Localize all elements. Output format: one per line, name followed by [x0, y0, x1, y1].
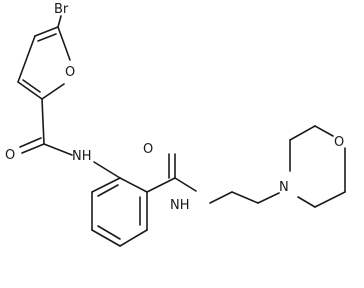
bond-ch2-ch2 [231, 191, 259, 204]
bond-b1-b2 [119, 177, 148, 193]
atom-nh2: NH [170, 198, 190, 213]
bond-c-nh-1 [43, 143, 73, 156]
bond-nh2-ch2 [209, 191, 233, 204]
bond-b3-b4 [119, 229, 148, 247]
bond-c5-br [57, 15, 62, 28]
atom-o-amide1: O [5, 148, 15, 163]
benzene-ring [91, 177, 148, 247]
atom-o-amide2: O [143, 142, 153, 157]
bond-benzene-carbonyl2 [146, 177, 176, 193]
bond-c2-c3 [17, 81, 43, 100]
atom-br: Br [54, 2, 69, 17]
bond-c-o-1 [21, 143, 45, 154]
bond-c2-carbonyl [41, 98, 45, 145]
bond-c3-c4-ring [17, 35, 36, 83]
bond-c-nh-2 [174, 177, 197, 192]
bond-ch2-n [257, 192, 280, 204]
bond-c3-c4 [34, 26, 59, 37]
bond-c-o-1b [19, 137, 42, 148]
bond-b6-b1 [91, 177, 121, 193]
bond-c3-c4-inner [37, 33, 57, 42]
furan-ring [17, 26, 71, 100]
bond-c2-c3-inner [22, 79, 41, 93]
atom-nh1: NH [72, 149, 92, 164]
atom-o-furan: O [65, 65, 75, 80]
bond-c3-c4 [314, 191, 346, 208]
bond-nh1-benzene [93, 161, 121, 179]
bond-inner-1 [97, 184, 119, 197]
bond-b4-b5 [91, 229, 121, 247]
bond-c4-n [297, 196, 316, 208]
bond-c1-c2 [289, 125, 316, 141]
bond-inner-3 [97, 225, 121, 240]
morpholine-ring [289, 125, 346, 208]
atom-o-morpholine: O [334, 135, 344, 150]
bond-c2-o [314, 125, 334, 137]
atom-n-morpholine: N [279, 180, 289, 195]
bond-c5-o [57, 26, 71, 61]
bond-o-c2 [41, 83, 65, 100]
